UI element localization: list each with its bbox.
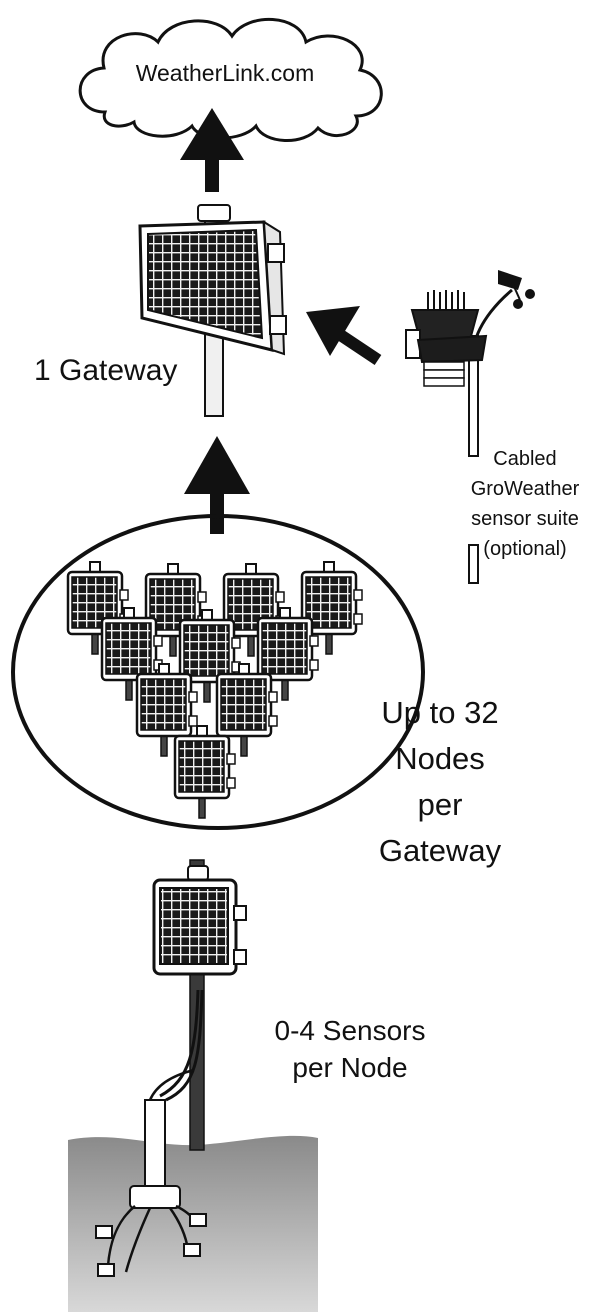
gateway-label: 1 Gateway: [34, 354, 178, 387]
arrow-up-to-gateway-icon: [184, 436, 250, 534]
weather-station-icon: [405, 270, 535, 584]
sensor-suite-label-line: GroWeather: [470, 478, 580, 500]
nodes-label-line: Up to 32: [381, 695, 499, 730]
nodes-label: Up to 32 Nodes per Gateway: [355, 690, 525, 874]
sensors-label-line: per Node: [292, 1052, 408, 1083]
sensor-suite-label: Cabled GroWeather sensor suite (optional…: [460, 444, 590, 564]
sensors-label: 0-4 Sensors per Node: [250, 1012, 450, 1086]
soil-sensor-probe-icon: [95, 859, 247, 1277]
sensor-suite-label-line: Cabled: [493, 448, 557, 470]
nodes-label-line: Nodes: [395, 741, 485, 776]
nodes-label-line: Gateway: [378, 833, 502, 868]
nodes-label-line: per: [417, 787, 463, 822]
sensors-label-line: 0-4 Sensors: [274, 1015, 426, 1046]
solar-gateway-enclosure-icon: [138, 204, 287, 417]
cloud-label: WeatherLink.com: [135, 60, 315, 86]
arrow-up-to-cloud-icon: [180, 108, 244, 192]
nodes-group-outline: [11, 514, 425, 830]
sensor-suite-label-line: sensor suite: [471, 508, 579, 530]
cloud-icon: [78, 17, 383, 142]
arrow-suite-to-gateway-icon: [306, 306, 382, 365]
solar-node-icon: [66, 560, 364, 820]
sensor-suite-label-line: (optional): [483, 538, 567, 560]
